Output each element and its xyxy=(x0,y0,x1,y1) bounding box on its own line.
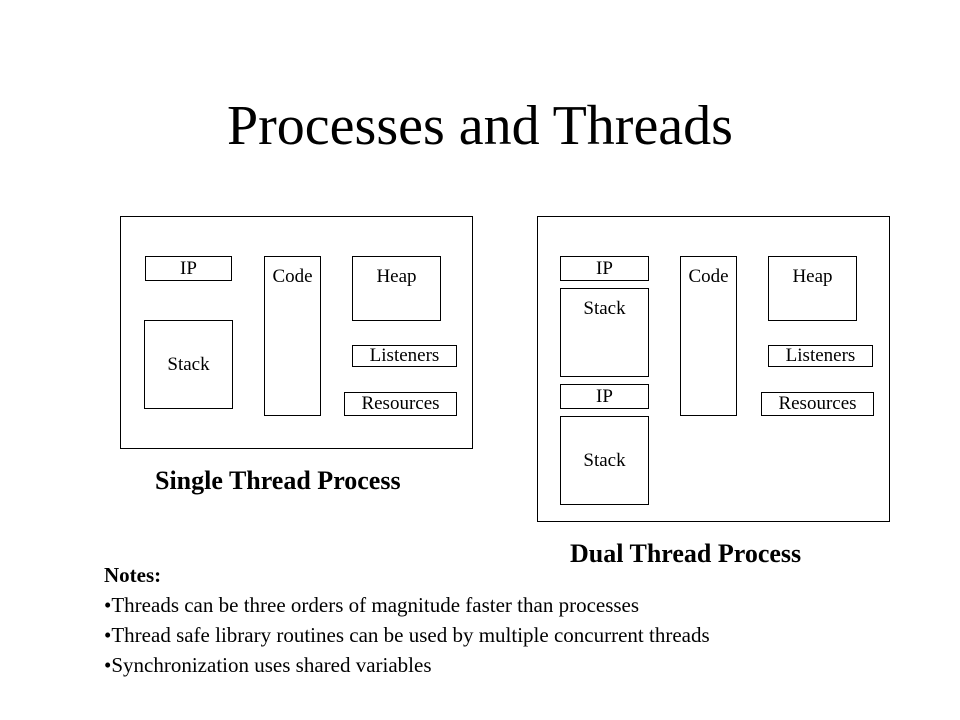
single-stack-box: Stack xyxy=(144,320,233,409)
slide-title: Processes and Threads xyxy=(227,95,733,157)
dual-resources-box: Resources xyxy=(761,392,874,416)
single-listeners-label: Listeners xyxy=(369,345,440,366)
notes-item: •Thread safe library routines can be use… xyxy=(104,623,710,647)
single-resources-box: Resources xyxy=(344,392,457,416)
single-heap-label: Heap xyxy=(376,266,417,287)
notes-item: •Threads can be three orders of magnitud… xyxy=(104,593,640,617)
dual-code-label: Code xyxy=(688,266,729,287)
single-stack-label: Stack xyxy=(167,353,210,375)
dual-thread-caption: Dual Thread Process xyxy=(570,539,802,568)
notes-heading: Notes: xyxy=(104,563,162,587)
dual-listeners-label: Listeners xyxy=(785,345,856,366)
dual-stack2-label: Stack xyxy=(583,449,626,471)
dual-ip1-label: IP xyxy=(596,257,613,279)
dual-stack1-box: Stack xyxy=(560,288,649,377)
dual-code-box: Code xyxy=(680,256,737,416)
single-code-box: Code xyxy=(264,256,321,416)
single-heap-box: Heap xyxy=(352,256,441,321)
single-thread-caption: Single Thread Process xyxy=(155,466,401,495)
dual-listeners-box: Listeners xyxy=(768,345,873,367)
dual-ip2-label: IP xyxy=(596,385,613,407)
dual-heap-label: Heap xyxy=(792,266,833,287)
single-resources-label: Resources xyxy=(361,393,440,414)
dual-stack2-box: Stack xyxy=(560,416,649,505)
single-ip-box: IP xyxy=(145,256,232,281)
dual-stack1-label: Stack xyxy=(583,298,626,319)
single-listeners-box: Listeners xyxy=(352,345,457,367)
notes-block: Notes: •Threads can be three orders of m… xyxy=(104,560,710,680)
single-ip-label: IP xyxy=(180,257,197,279)
dual-ip2-box: IP xyxy=(560,384,649,409)
notes-item: •Synchronization uses shared variables xyxy=(104,653,432,677)
dual-heap-box: Heap xyxy=(768,256,857,321)
single-code-label: Code xyxy=(272,266,313,287)
dual-ip1-box: IP xyxy=(560,256,649,281)
dual-resources-label: Resources xyxy=(778,393,857,414)
